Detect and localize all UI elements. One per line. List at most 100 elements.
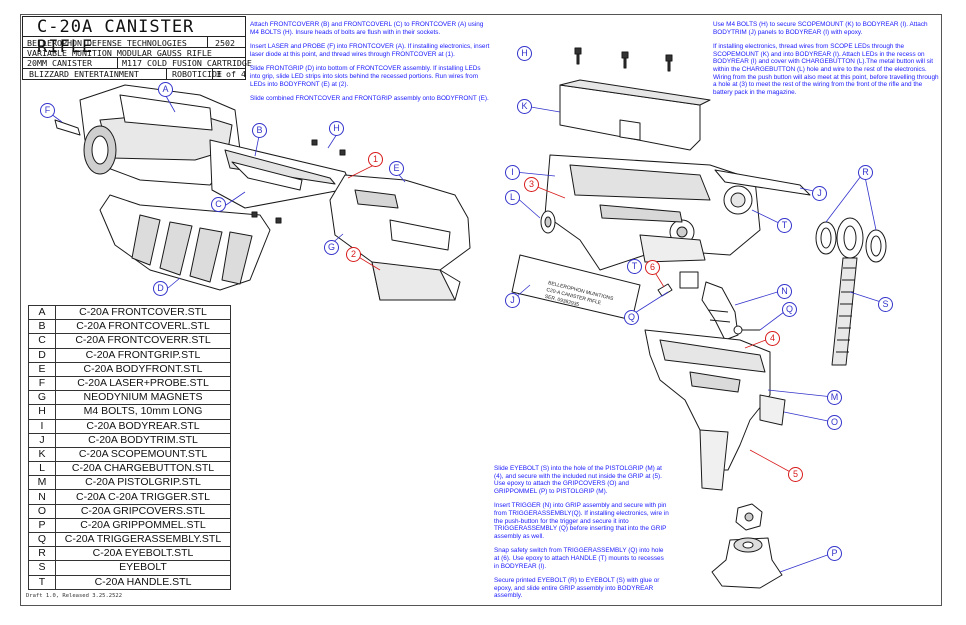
callout-1: 1 xyxy=(368,152,383,167)
trigger-pin xyxy=(733,325,760,335)
instruction-step: If installing electronics, thread wires … xyxy=(713,43,939,96)
callout-d: D xyxy=(153,281,168,296)
callout-n: N xyxy=(777,284,792,299)
part-name: C-20A GRIPPOMMEL.STL xyxy=(55,517,231,534)
callout-a: A xyxy=(158,82,173,97)
instructions-rear-assembly: Use M4 BOLTS (H) to secure SCOPEMOUNT (K… xyxy=(713,21,939,103)
instruction-step: Insert TRIGGER (N) into GRIP assembly an… xyxy=(494,502,669,540)
callout-2: 2 xyxy=(346,247,361,262)
callout-o: O xyxy=(827,415,842,430)
callout-3: 3 xyxy=(524,177,539,192)
frontgrip-part xyxy=(99,194,271,291)
instructions-front-assembly: Attach FRONTCOVERR (B) and FRONTCOVERL (… xyxy=(250,21,490,110)
part-name: C-20A HANDLE.STL xyxy=(55,574,231,590)
instruction-step: Slide combined FRONTCOVER and FRONTGRIP … xyxy=(250,95,489,103)
frontcover-part xyxy=(79,84,241,186)
part-name: C-20A BODYTRIM.STL xyxy=(55,432,231,448)
callout-5: 5 xyxy=(788,467,803,482)
ammo-right: M117 COLD FUSION CARTRIDGE xyxy=(122,58,252,68)
part-name: C-20A BODYREAR.STL xyxy=(55,418,231,434)
page-number: 3 of 4 xyxy=(216,69,246,79)
grip-nut xyxy=(735,503,763,531)
title-block: C-20A CANISTER RIFLE BELLEROPHON DEFENSE… xyxy=(22,16,252,80)
callout-t: T xyxy=(777,218,792,233)
instruction-step: Slide FRONTGRIP (D) into bottom of FRONT… xyxy=(250,65,481,88)
callout-q: Q xyxy=(782,302,797,317)
drawing-frame xyxy=(20,14,942,606)
part-name: C-20A GRIPCOVERS.STL xyxy=(55,503,231,519)
callout-j-right: J xyxy=(812,186,827,201)
part-name: C-20A FRONTCOVER.STL xyxy=(55,304,231,321)
bodyrear-part xyxy=(544,154,761,271)
callout-r: R xyxy=(858,165,873,180)
triggerassembly-part xyxy=(657,271,699,297)
trigger-part xyxy=(701,281,739,341)
frontcover-side-parts xyxy=(209,139,353,209)
callout-i: I xyxy=(505,165,520,180)
drawing-title: C-20A CANISTER RIFLE xyxy=(37,17,195,57)
instructions-grip-assembly: Slide EYEBOLT (S) into the hole of the P… xyxy=(494,465,670,607)
callout-h: H xyxy=(329,121,344,136)
ammo-left: 20MM CANISTER xyxy=(27,58,92,68)
part-name: M4 BOLTS, 10mm LONG xyxy=(55,404,231,420)
callout-l: L xyxy=(505,190,520,205)
company: BLIZZARD ENTERTAINMENT xyxy=(29,69,139,79)
manufacturer: BELLEROPHON DEFENSE TECHNOLOGIES xyxy=(27,38,187,48)
instruction-step: Insert LASER and PROBE (F) into FRONTCOV… xyxy=(250,43,490,58)
gripcovers-part xyxy=(699,394,786,491)
part-name: C-20A FRONTCOVERL.STL xyxy=(55,319,231,335)
description: VARIABLE MUNITION MODULAR GAUSS RIFLE xyxy=(27,48,212,58)
callout-j: J xyxy=(505,293,520,308)
instruction-step: Snap safety switch from TRIGGERASSEMBLY … xyxy=(494,547,664,570)
callout-k: K xyxy=(517,99,532,114)
instruction-step: Attach FRONTCOVERR (B) and FRONTCOVERL (… xyxy=(250,21,484,36)
scopemount-part xyxy=(559,79,711,151)
part-name: C-20A TRIGGERASSEMBLY.STL xyxy=(55,531,231,548)
part-name: C-20A FRONTGRIP.STL xyxy=(55,347,231,363)
callout-b: B xyxy=(252,123,267,138)
callout-e: E xyxy=(389,161,404,176)
part-name: C-20A LASER+PROBE.STL xyxy=(55,375,231,392)
series: ROBOTICIDE xyxy=(172,69,222,79)
callout-p: P xyxy=(827,546,842,561)
handle-part xyxy=(639,234,706,263)
release-note: Draft 1.0, Released 3.25.2522 xyxy=(26,593,123,599)
part-name: C-20A SCOPEMOUNT.STL xyxy=(55,446,231,463)
bodyfront-part xyxy=(329,174,471,301)
instruction-step: Secure printed EYEBOLT (R) to EYEBOLT (S… xyxy=(494,577,660,600)
callout-c: C xyxy=(211,197,226,212)
grippommel-part xyxy=(711,537,783,589)
callout-g: G xyxy=(324,240,339,255)
instruction-step: Use M4 BOLTS (H) to secure SCOPEMOUNT (K… xyxy=(713,21,928,36)
callout-f: F xyxy=(40,103,55,118)
instruction-step: Slide EYEBOLT (S) into the hole of the P… xyxy=(494,465,662,495)
callout-4: 4 xyxy=(765,331,780,346)
callout-s: S xyxy=(878,297,893,312)
callout-leaders xyxy=(46,95,885,573)
callout-m: M xyxy=(827,390,842,405)
eyebolt-rings xyxy=(815,221,887,263)
callout-6: 6 xyxy=(645,260,660,275)
year: 2502 xyxy=(215,38,235,48)
eyebolt-part xyxy=(831,217,864,366)
pistolgrip-part xyxy=(644,329,771,471)
m4-bolts xyxy=(251,47,673,224)
callout-t-lower: T xyxy=(627,259,642,274)
callout-h-rear: H xyxy=(517,46,532,61)
chargebutton-part xyxy=(540,210,556,234)
